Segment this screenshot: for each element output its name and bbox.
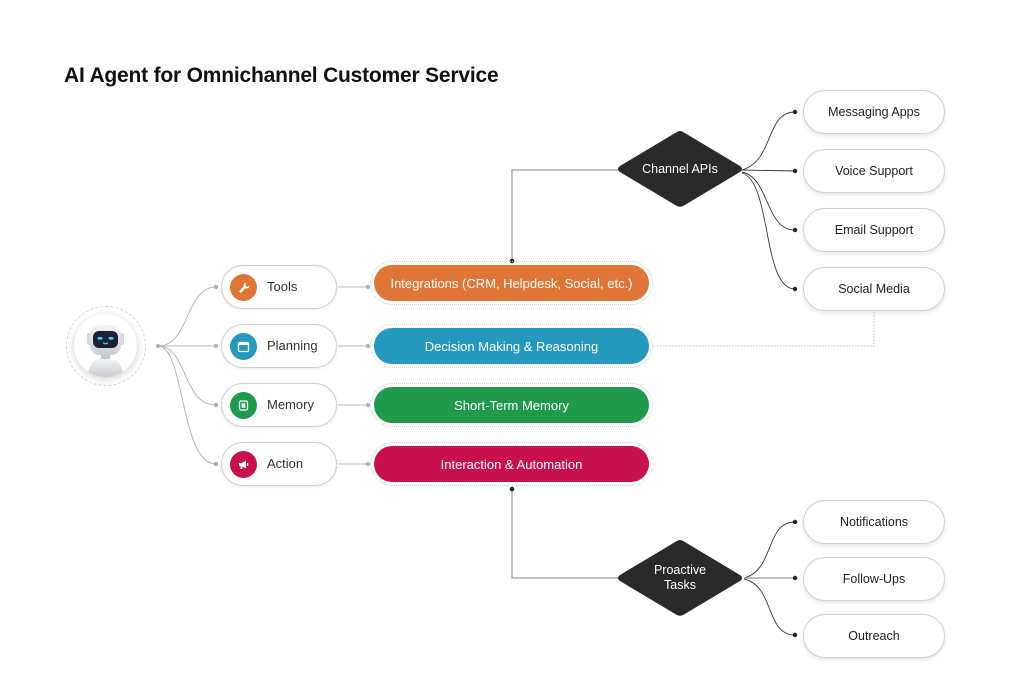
robot-avatar	[66, 306, 146, 386]
connector-channel-email	[741, 171, 796, 231]
connector-channel-social	[741, 172, 796, 290]
connector-proactive-notifications	[743, 521, 796, 579]
connector-integrations-channel-apis	[511, 169, 618, 262]
hub-label: Channel APIs	[642, 161, 718, 176]
hub-label-line2: Tasks	[664, 578, 696, 592]
capability-label: Integrations (CRM, Helpdesk, Social, etc…	[374, 265, 649, 301]
connector-robot-action	[157, 345, 217, 465]
leaf-messaging-apps[interactable]: Messaging Apps	[803, 90, 945, 134]
capability-label: Interaction & Automation	[374, 446, 649, 482]
capability-decision-making[interactable]: Decision Making & Reasoning	[370, 324, 653, 368]
category-label: Memory	[267, 397, 314, 412]
chip-icon	[230, 392, 257, 419]
category-label: Planning	[267, 338, 318, 353]
wrench-icon	[230, 274, 257, 301]
category-planning[interactable]: Planning	[221, 324, 337, 368]
connector-decision-social-dotted	[654, 312, 875, 347]
capability-label: Short-Term Memory	[374, 387, 649, 423]
connector-robot-memory	[157, 345, 217, 406]
connector-channel-voice	[741, 169, 796, 172]
hub-channel-apis[interactable]: Channel APIs	[616, 130, 744, 208]
capability-interaction-automation[interactable]: Interaction & Automation	[370, 442, 653, 486]
connector-robot-tools	[157, 286, 217, 347]
leaf-social-media[interactable]: Social Media	[803, 267, 945, 311]
connector-channel-messaging	[741, 111, 796, 171]
diagram-title: AI Agent for Omnichannel Customer Servic…	[64, 64, 499, 87]
capability-label: Decision Making & Reasoning	[374, 328, 649, 364]
hub-label-line1: Proactive	[653, 563, 707, 577]
category-label: Action	[267, 456, 304, 471]
leaf-voice-support[interactable]: Voice Support	[803, 149, 945, 193]
category-memory[interactable]: Memory	[221, 383, 337, 427]
leaf-follow-ups[interactable]: Follow-Ups	[803, 557, 945, 601]
capability-short-term-memory[interactable]: Short-Term Memory	[370, 383, 653, 427]
category-action[interactable]: Action	[221, 442, 337, 486]
leaf-notifications[interactable]: Notifications	[803, 500, 945, 544]
leaf-email-support[interactable]: Email Support	[803, 208, 945, 252]
connector-interaction-proactive	[511, 489, 618, 579]
capability-integrations[interactable]: Integrations (CRM, Helpdesk, Social, etc…	[370, 261, 653, 305]
robot-icon	[87, 325, 124, 377]
connector-proactive-outreach	[743, 578, 796, 636]
category-label: Tools	[267, 279, 298, 294]
category-tools[interactable]: Tools	[221, 265, 337, 309]
calendar-icon	[230, 333, 257, 360]
leaf-outreach[interactable]: Outreach	[803, 614, 945, 658]
megaphone-icon	[230, 451, 257, 478]
